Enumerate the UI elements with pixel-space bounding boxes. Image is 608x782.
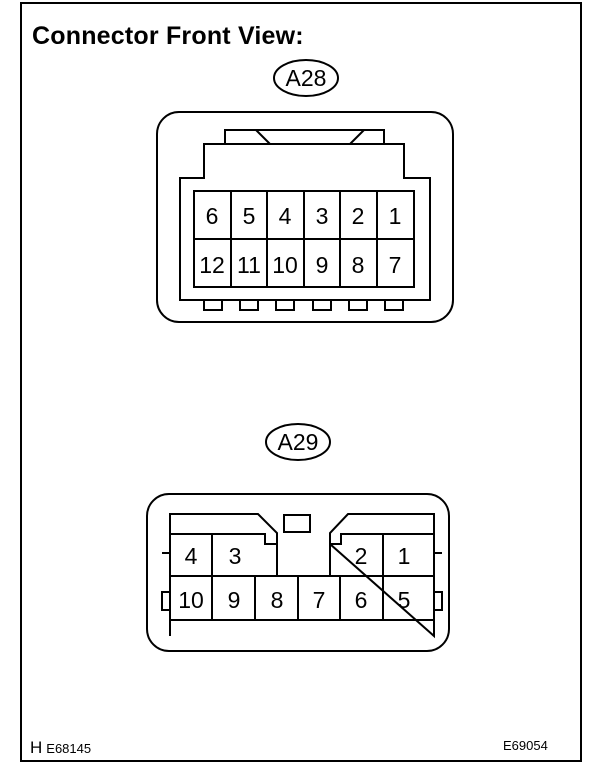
a28-pin-5: 5 — [243, 203, 256, 229]
a29-right-tab — [434, 591, 443, 611]
a28-outer-housing — [156, 111, 454, 323]
diagram-title: Connector Front View: — [32, 22, 304, 50]
a28-pin-6: 6 — [206, 203, 219, 229]
a29-pin-grid — [170, 533, 434, 621]
a28-pin-11: 11 — [237, 252, 261, 278]
a29-label-ellipse — [265, 423, 331, 461]
a28-pin-8: 8 — [352, 252, 365, 278]
a29-latch — [283, 514, 311, 533]
a28-label: A28 — [286, 65, 327, 91]
diagram-frame — [20, 2, 582, 762]
footer-code-right: E69054 — [503, 738, 548, 753]
a28-pin-2: 2 — [352, 203, 365, 229]
a28-pin-3: 3 — [316, 203, 329, 229]
a29-pin-3: 3 — [229, 543, 242, 569]
footer-prefix: H — [30, 738, 43, 757]
a28-pin-12: 12 — [199, 252, 225, 278]
a29-pin-6: 6 — [355, 587, 368, 613]
a29-label: A29 — [278, 429, 319, 455]
a29-pin-7: 7 — [313, 587, 326, 613]
a29-pin-2: 2 — [355, 543, 368, 569]
a29-pin-4: 4 — [185, 543, 198, 569]
a28-pin-4: 4 — [279, 203, 292, 229]
a28-pin-10: 10 — [272, 252, 298, 278]
connector-a28: A28 6 5 4 3 2 — [156, 59, 454, 323]
a28-pin-1: 1 — [389, 203, 402, 229]
a29-pin-8: 8 — [271, 587, 284, 613]
a29-outer-housing — [146, 493, 450, 652]
a29-pin-5: 5 — [398, 587, 411, 613]
connector-a29: A29 4 3 — [146, 423, 450, 652]
a28-latch — [225, 129, 384, 145]
footer-left-code: E68145 — [46, 741, 92, 756]
a29-pin-10: 10 — [178, 587, 204, 613]
a29-left-tab — [161, 591, 170, 611]
a28-bottom-terminals — [203, 299, 404, 311]
a29-pin-9: 9 — [228, 587, 241, 613]
a28-pin-9: 9 — [316, 252, 329, 278]
a28-label-ellipse — [273, 59, 339, 97]
a28-inner-housing — [179, 129, 431, 301]
a28-pin-grid — [193, 190, 415, 288]
a29-pin-1: 1 — [398, 543, 411, 569]
a28-pin-7: 7 — [389, 252, 402, 278]
